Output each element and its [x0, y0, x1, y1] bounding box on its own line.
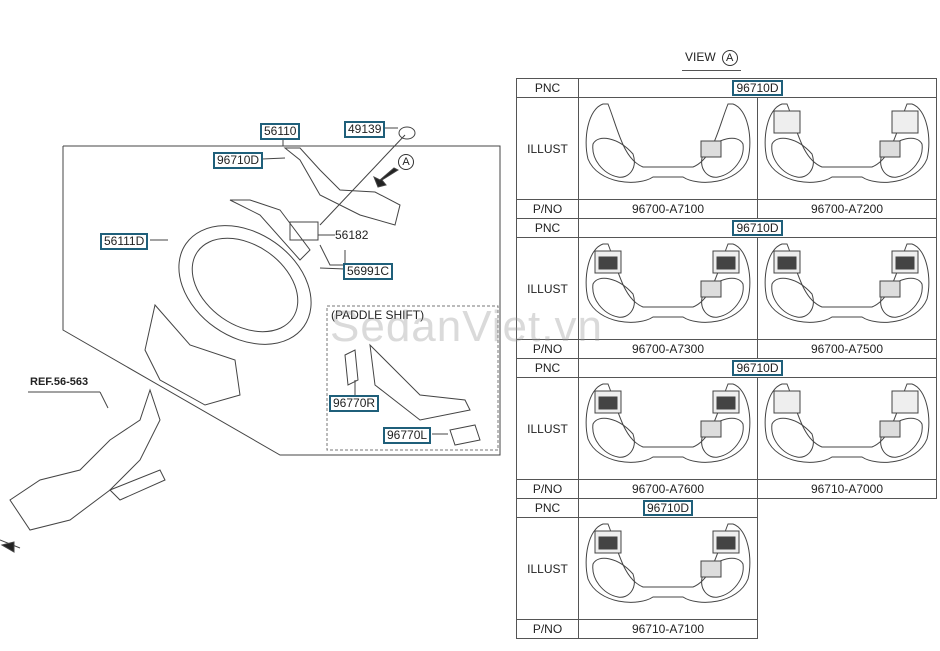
callout-96710d[interactable]: 96710D: [213, 152, 264, 169]
row-label: P/NO: [516, 479, 579, 499]
switch-plate-illustration: [585, 103, 751, 183]
ref-label: REF.56-563: [30, 376, 89, 388]
view-a-marker: A: [398, 154, 414, 170]
switch-bracket: [283, 147, 401, 226]
callout-56991c[interactable]: 56991C: [343, 263, 394, 280]
view-a-heading: VIEW A: [682, 50, 741, 71]
label-56182: 56182: [335, 228, 369, 242]
switch-plate-illustration: [585, 243, 751, 323]
row-label: ILLUST: [516, 237, 579, 340]
switch-plate-illustration: [764, 243, 930, 323]
steering-wheel-rim: [178, 225, 312, 345]
illust-row: ILLUST: [516, 97, 937, 200]
part-number[interactable]: 96700-A7600: [578, 479, 758, 499]
switch-plate-illustration: [764, 103, 930, 183]
row-label: PNC: [516, 358, 579, 378]
row-label: ILLUST: [516, 517, 579, 620]
switch-plate-illustration: [585, 383, 751, 463]
part-number[interactable]: 96710-A7100: [578, 619, 758, 639]
pnc-cell: 96710D: [578, 358, 937, 378]
callout-56110[interactable]: 56110: [260, 123, 301, 140]
pnc-code[interactable]: 96710D: [732, 80, 783, 96]
steering-wheel-exploded-view: [0, 126, 501, 553]
part-number[interactable]: 96700-A7500: [757, 339, 937, 359]
callout-49139[interactable]: 49139: [344, 121, 386, 138]
illust-row: ILLUST: [516, 377, 937, 480]
illust-cell: [757, 97, 937, 200]
part-number[interactable]: 96700-A7200: [757, 199, 937, 219]
part-number[interactable]: 96700-A7300: [578, 339, 758, 359]
view-label: VIEW: [685, 50, 716, 64]
row-label: ILLUST: [516, 97, 579, 200]
paddle-cover: [369, 343, 471, 421]
part-number[interactable]: 96700-A7100: [578, 199, 758, 219]
pnc-row: PNC 96710D: [516, 78, 937, 98]
pnc-cell: 96710D: [578, 78, 937, 98]
paddle-shift-label: (PADDLE SHIFT): [331, 308, 425, 322]
callout-56111d[interactable]: 56111D: [100, 233, 149, 250]
pnc-code[interactable]: 96710D: [642, 500, 694, 516]
row-label: PNC: [516, 218, 579, 238]
row-label: P/NO: [516, 199, 579, 219]
pnc-row: PNC 96710D: [516, 498, 937, 518]
row-label: P/NO: [516, 339, 579, 359]
direction-arrow: [0, 541, 15, 553]
row-label: P/NO: [516, 619, 579, 639]
nut-49139: [398, 126, 416, 140]
switch-plate-illustration: [764, 383, 930, 463]
illust-row: ILLUST: [516, 237, 937, 340]
pnc-row: PNC 96710D: [516, 358, 937, 378]
illust-cell: [757, 377, 937, 480]
illust-cell: [578, 237, 758, 340]
pnc-code[interactable]: 96710D: [732, 360, 783, 376]
view-a-arrow: [373, 167, 400, 188]
pnc-cell: 96710D: [578, 218, 937, 238]
paddle-right: [344, 349, 359, 386]
part-number[interactable]: 96710-A7000: [757, 479, 937, 499]
row-label: PNC: [516, 498, 579, 518]
illust-row: ILLUST: [516, 517, 937, 620]
row-label: ILLUST: [516, 377, 579, 480]
callout-96770l[interactable]: 96770L: [383, 427, 432, 444]
pnc-cell: 96710D: [578, 498, 758, 518]
illust-cell: [757, 237, 937, 340]
paddle-shift-box: [326, 305, 499, 451]
switch-plate-illustration: [585, 523, 751, 603]
illust-cell: [578, 377, 758, 480]
clock-spring: [289, 221, 319, 241]
assembly-outline: [62, 145, 501, 456]
paddle-left: [449, 424, 481, 446]
row-label: PNC: [516, 78, 579, 98]
view-marker: A: [721, 50, 738, 66]
steering-column: [9, 388, 161, 531]
illust-cell: [578, 97, 758, 200]
pnc-row: PNC 96710D: [516, 218, 937, 238]
wheel-cover: [144, 303, 241, 406]
illust-cell: [578, 517, 758, 620]
pnc-code[interactable]: 96710D: [732, 220, 783, 236]
tilt-lever: [109, 469, 166, 501]
callout-96770r[interactable]: 96770R: [329, 395, 380, 412]
